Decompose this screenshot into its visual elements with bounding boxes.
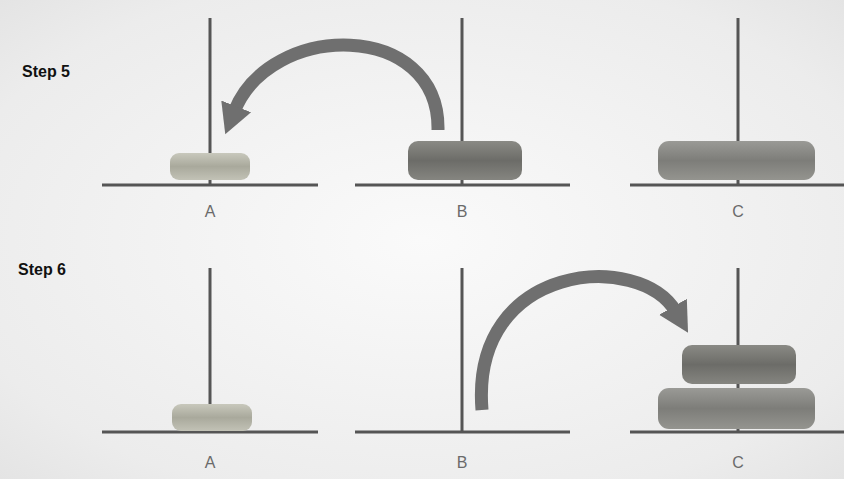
peg-letter: A xyxy=(205,204,216,220)
peg-letter: C xyxy=(732,204,744,220)
pegs-step-5 xyxy=(102,18,844,185)
pegs-step-6 xyxy=(102,268,844,432)
step-title: Step 6 xyxy=(18,262,66,278)
peg-letter: B xyxy=(457,455,468,471)
step-title: Step 5 xyxy=(22,64,70,80)
move-arrow xyxy=(481,277,676,410)
move-arrow xyxy=(234,45,438,130)
disks-step-5 xyxy=(170,141,815,180)
disks-step-6 xyxy=(172,345,815,431)
peg-letter: B xyxy=(457,204,468,220)
peg-letter: A xyxy=(205,455,216,471)
peg-letter: C xyxy=(732,455,744,471)
